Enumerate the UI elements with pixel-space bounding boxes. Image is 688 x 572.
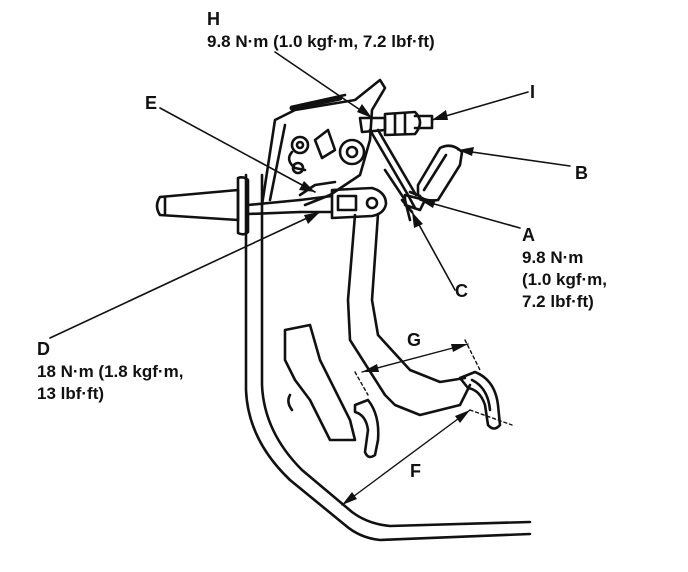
- dimension-f: [341, 409, 513, 506]
- leader-b: [457, 149, 571, 167]
- leader-lines: [49, 51, 571, 339]
- leader-a: [419, 199, 521, 229]
- callout-d-torque-line1: 18 N·m (1.8 kgf·m,: [37, 362, 184, 381]
- callout-a-torque-line2: (1.0 kgf·m,: [522, 270, 608, 289]
- pedal-pad-right: [458, 370, 502, 430]
- arrowhead-d: [304, 212, 320, 224]
- callout-c-letter: C: [455, 281, 468, 301]
- callout-a-letter: A: [522, 225, 535, 245]
- pedal-bracket: [260, 78, 387, 207]
- arrowhead-b: [458, 147, 474, 156]
- leader-d: [49, 211, 321, 339]
- switch-b: [408, 144, 464, 202]
- dimension-g: [354, 339, 481, 396]
- leader-h: [274, 51, 373, 119]
- dimension-f-arrows: [342, 410, 470, 505]
- linkage-rods: [368, 128, 427, 214]
- master-cylinder: [155, 176, 302, 236]
- callout-b-letter: B: [575, 163, 588, 183]
- callout-a-torque-line3: 7.2 lbf·ft): [522, 292, 594, 311]
- arrowhead-i: [432, 110, 448, 120]
- callout-d-torque-line2: 13 lbf·ft): [37, 384, 105, 403]
- callout-i-letter: I: [530, 82, 536, 102]
- leader-i: [431, 91, 529, 121]
- arrowhead-h: [357, 104, 372, 118]
- arrowhead-e: [299, 181, 315, 192]
- callout-h-torque: 9.8 N·m (1.0 kgf·m, 7.2 lbf·ft): [207, 32, 435, 51]
- arrowhead-a: [420, 199, 436, 208]
- leader-arrowheads: [299, 104, 474, 228]
- callout-e-letter: E: [145, 93, 158, 113]
- dimension-g-label: G: [407, 330, 422, 350]
- callout-a-torque-line1: 9.8 N·m: [522, 248, 584, 267]
- firewall-panel: [244, 173, 532, 542]
- switch-i: [358, 110, 434, 137]
- callout-d-letter: D: [37, 339, 50, 359]
- dimension-f-label: F: [410, 461, 421, 481]
- dimension-g-arrows: [362, 344, 468, 372]
- arrowhead-c: [412, 212, 423, 228]
- leader-e: [159, 107, 316, 193]
- pedal-arm-left: [283, 323, 380, 459]
- callout-h-letter: H: [207, 9, 220, 29]
- pushrod-clevis: [298, 186, 388, 220]
